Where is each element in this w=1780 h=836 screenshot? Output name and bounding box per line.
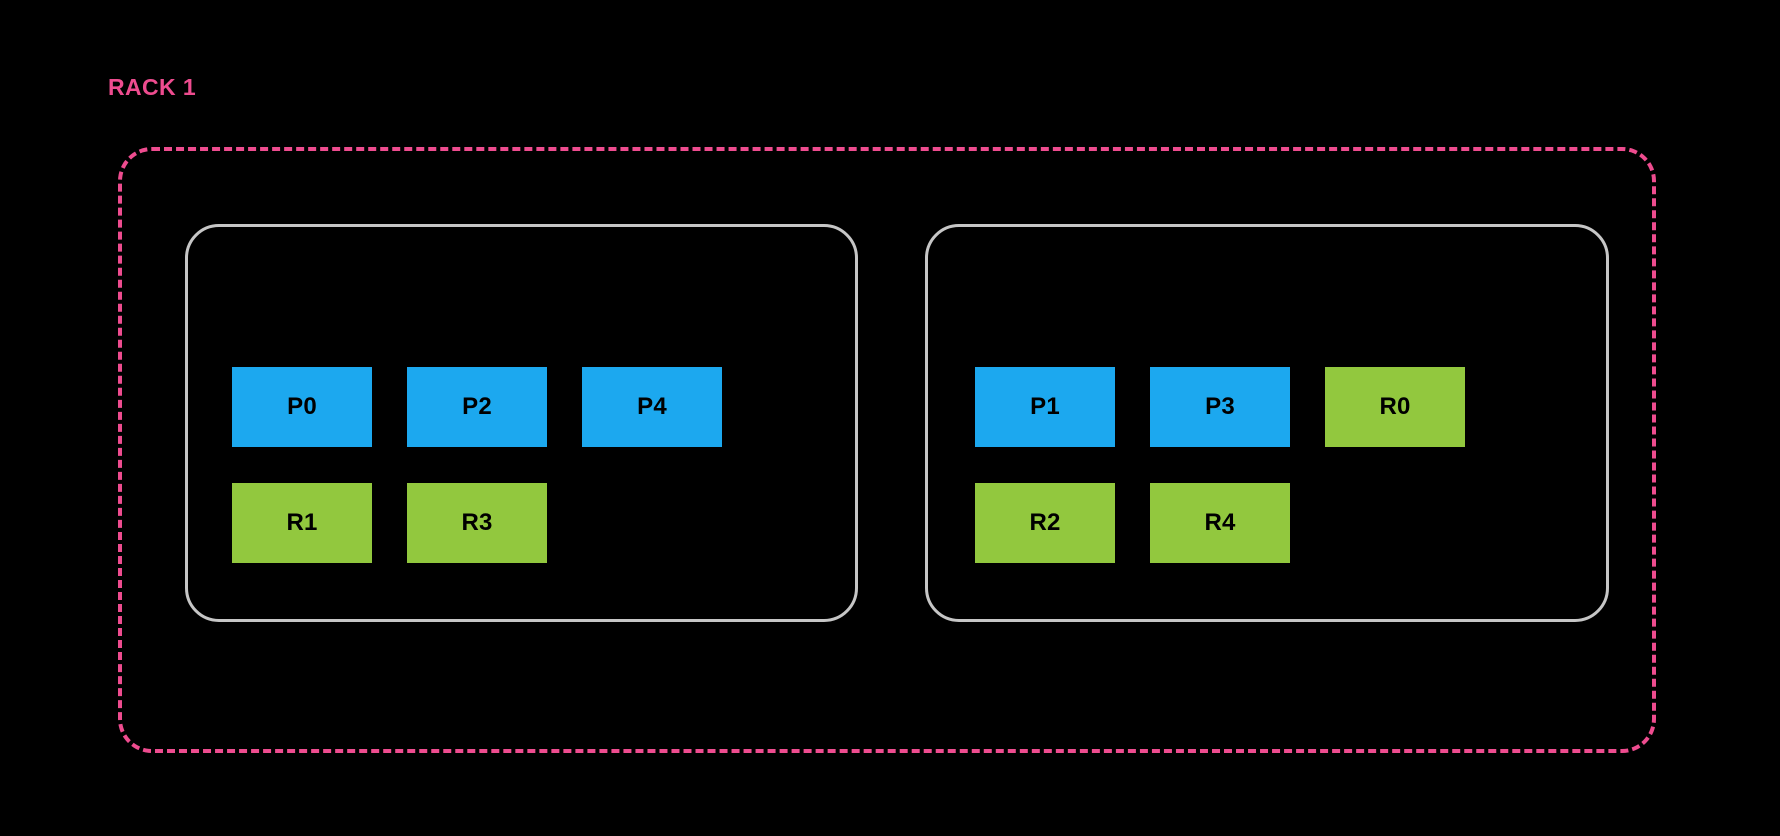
shard-p2[interactable]: P2 [407, 367, 547, 447]
node-1-replica-row: R1 R3 [232, 483, 547, 563]
shard-r4[interactable]: R4 [1150, 483, 1290, 563]
rack-label: RACK 1 [108, 74, 197, 100]
shard-p3[interactable]: P3 [1150, 367, 1290, 447]
shard-r3[interactable]: R3 [407, 483, 547, 563]
node-2-primary-row: P1 P3 R0 [975, 367, 1465, 447]
node-1-primary-row: P0 P2 P4 [232, 367, 722, 447]
node-box-1: P0 P2 P4 R1 R3 [185, 224, 858, 622]
node-box-2: P1 P3 R0 R2 R4 [925, 224, 1609, 622]
shard-p0[interactable]: P0 [232, 367, 372, 447]
shard-r2[interactable]: R2 [975, 483, 1115, 563]
shard-r1[interactable]: R1 [232, 483, 372, 563]
rack-boundary [118, 147, 1656, 753]
shard-p4[interactable]: P4 [582, 367, 722, 447]
shard-p1[interactable]: P1 [975, 367, 1115, 447]
node-2-replica-row: R2 R4 [975, 483, 1290, 563]
shard-r0[interactable]: R0 [1325, 367, 1465, 447]
